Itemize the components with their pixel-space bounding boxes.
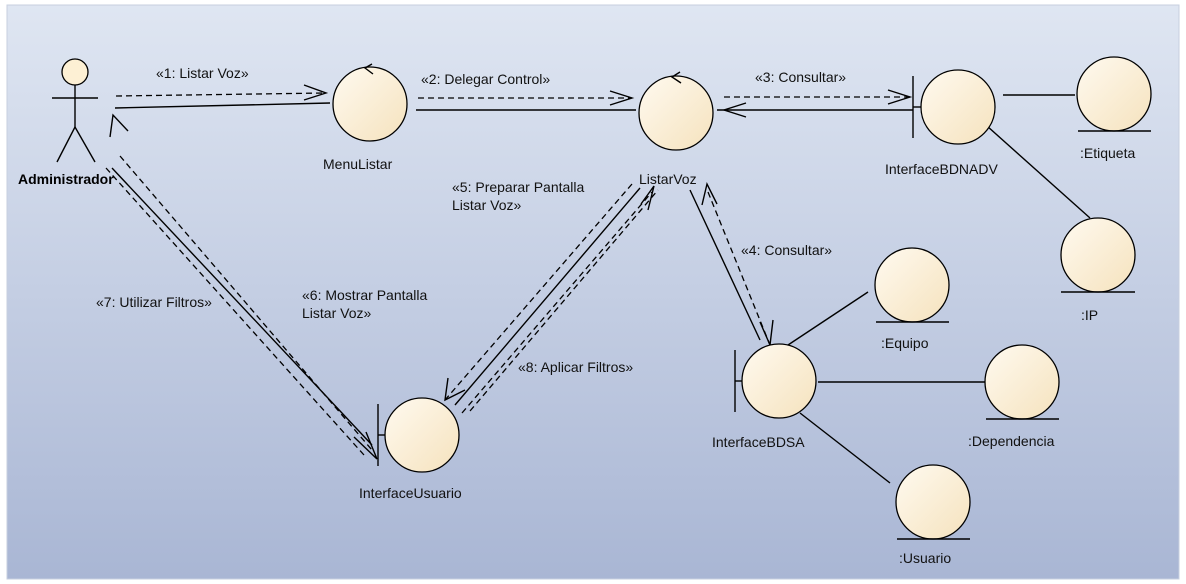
message-label-4: «4: Consultar» (741, 242, 832, 258)
actor-administrador[interactable] (52, 58, 98, 163)
message-label-7: «7: Utilizar Filtros» (96, 294, 212, 310)
object-label-usuario: :Usuario (899, 550, 951, 566)
message-label-2: «2: Delegar Control» (421, 71, 550, 87)
object-interfacebdsa[interactable] (734, 343, 817, 419)
object-label-listarvoz: ListarVoz (639, 171, 697, 187)
object-label-ip: :IP (1081, 307, 1098, 323)
object-etiqueta[interactable] (1076, 56, 1152, 132)
message-label-3: «3: Consultar» (755, 69, 846, 85)
object-ip[interactable] (1060, 217, 1136, 293)
object-dependencia[interactable] (984, 344, 1060, 420)
object-menulistar[interactable] (332, 63, 408, 142)
object-listarvoz[interactable] (638, 71, 714, 151)
object-label-menulistar: MenuListar (323, 156, 393, 172)
message-label-8: «8: Aplicar Filtros» (518, 359, 633, 375)
message-label-5-line2: Listar Voz» (452, 197, 521, 213)
message-label-6-line2: Listar Voz» (302, 305, 371, 321)
message-label-1: «1: Listar Voz» (156, 65, 249, 81)
object-interfacebdnadv[interactable] (912, 69, 996, 145)
message-arrows (105, 84, 913, 460)
object-label-dependencia: :Dependencia (968, 433, 1055, 449)
object-label-interfacebdsa: InterfaceBDSA (712, 434, 805, 450)
object-label-equipo: :Equipo (881, 335, 929, 351)
object-equipo[interactable] (874, 247, 950, 323)
diagram-canvas (6, 4, 1180, 580)
actor-label: Administrador (18, 171, 114, 187)
object-usuario[interactable] (895, 464, 971, 540)
object-interfaceusuario[interactable] (377, 397, 460, 473)
message-label-6-line1: «6: Mostrar Pantalla (302, 287, 427, 303)
object-label-etiqueta: :Etiqueta (1080, 145, 1135, 161)
object-label-interfaceusuario: InterfaceUsuario (359, 485, 462, 501)
object-label-interfacebdnadv: InterfaceBDNADV (885, 161, 998, 177)
message-label-5-line1: «5: Preparar Pantalla (452, 179, 585, 195)
